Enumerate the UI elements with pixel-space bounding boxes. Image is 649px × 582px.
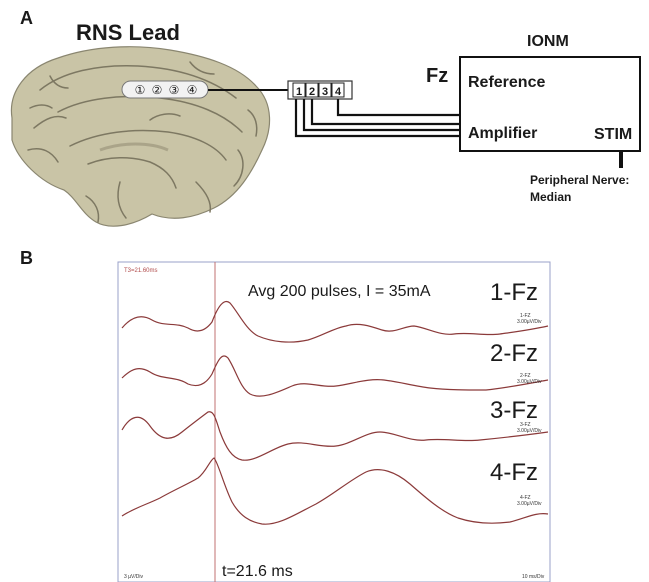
panel-a-label: A — [20, 8, 33, 28]
channel-4: 4 — [335, 86, 342, 98]
panel-b-label: B — [20, 248, 33, 268]
trace-3-small-scale: 3.00µV/Div — [517, 428, 542, 434]
stim-label: STIM — [594, 126, 632, 143]
electrode-3: ③ — [169, 83, 180, 97]
trace-2-small-scale: 3.00µV/Div — [517, 379, 542, 385]
top-left-readout: T3=21.60ms — [124, 268, 158, 274]
trace-1 — [121, 301, 549, 343]
rns-lead: ① ② ③ ④ — [121, 80, 209, 99]
avg-pulses-text: Avg 200 pulses, I = 35mA — [248, 283, 431, 300]
trace-4 — [121, 457, 549, 525]
trace-1-small-scale: 3.00µV/Div — [517, 319, 542, 325]
trace-2 — [121, 355, 549, 397]
channel-2: 2 — [309, 86, 315, 98]
trace-1-label: 1-Fz — [490, 279, 538, 306]
waveform-frame — [117, 261, 551, 582]
trace-2-small-name: 2-FZ — [520, 373, 531, 379]
electrode-4: ④ — [187, 83, 198, 97]
electrode-2: ② — [152, 83, 163, 97]
fz-label: Fz — [426, 65, 448, 87]
channel-wires — [294, 99, 460, 138]
connector-block: 1 2 3 4 — [287, 80, 353, 100]
channel-1: 1 — [296, 86, 302, 98]
trace-1-small-name: 1-FZ — [520, 313, 531, 319]
reference-label: Reference — [468, 74, 545, 91]
trace-3-small-name: 3-FZ — [520, 422, 531, 428]
electrode-1: ① — [135, 83, 146, 97]
trace-2-label: 2-Fz — [490, 340, 538, 367]
time-marker-label: t=21.6 ms — [222, 563, 293, 580]
peripheral-nerve-line1: Peripheral Nerve: — [530, 173, 629, 187]
trace-4-label: 4-Fz — [490, 459, 538, 486]
ionm-box: IONM Fz Reference Amplifier STIM — [426, 33, 641, 152]
waveform-panel: T3=21.60ms Avg 200 pulses, I = 35mA 1-Fz… — [117, 261, 551, 582]
amplifier-label: Amplifier — [468, 125, 537, 142]
trace-4-small-scale: 3.00µV/Div — [517, 501, 542, 507]
brain-illustration — [10, 46, 271, 227]
rns-lead-title: RNS Lead — [76, 20, 180, 45]
peripheral-nerve-line2: Median — [530, 190, 571, 204]
bottom-left-scale: 3 µV/Div — [124, 574, 143, 580]
trace-3 — [121, 411, 549, 461]
trace-4-small-name: 4-FZ — [520, 495, 531, 501]
channel-3: 3 — [322, 86, 328, 98]
trace-3-label: 3-Fz — [490, 397, 538, 424]
ionm-title: IONM — [527, 33, 569, 50]
bottom-right-scale: 10 ms/Div — [522, 574, 545, 580]
